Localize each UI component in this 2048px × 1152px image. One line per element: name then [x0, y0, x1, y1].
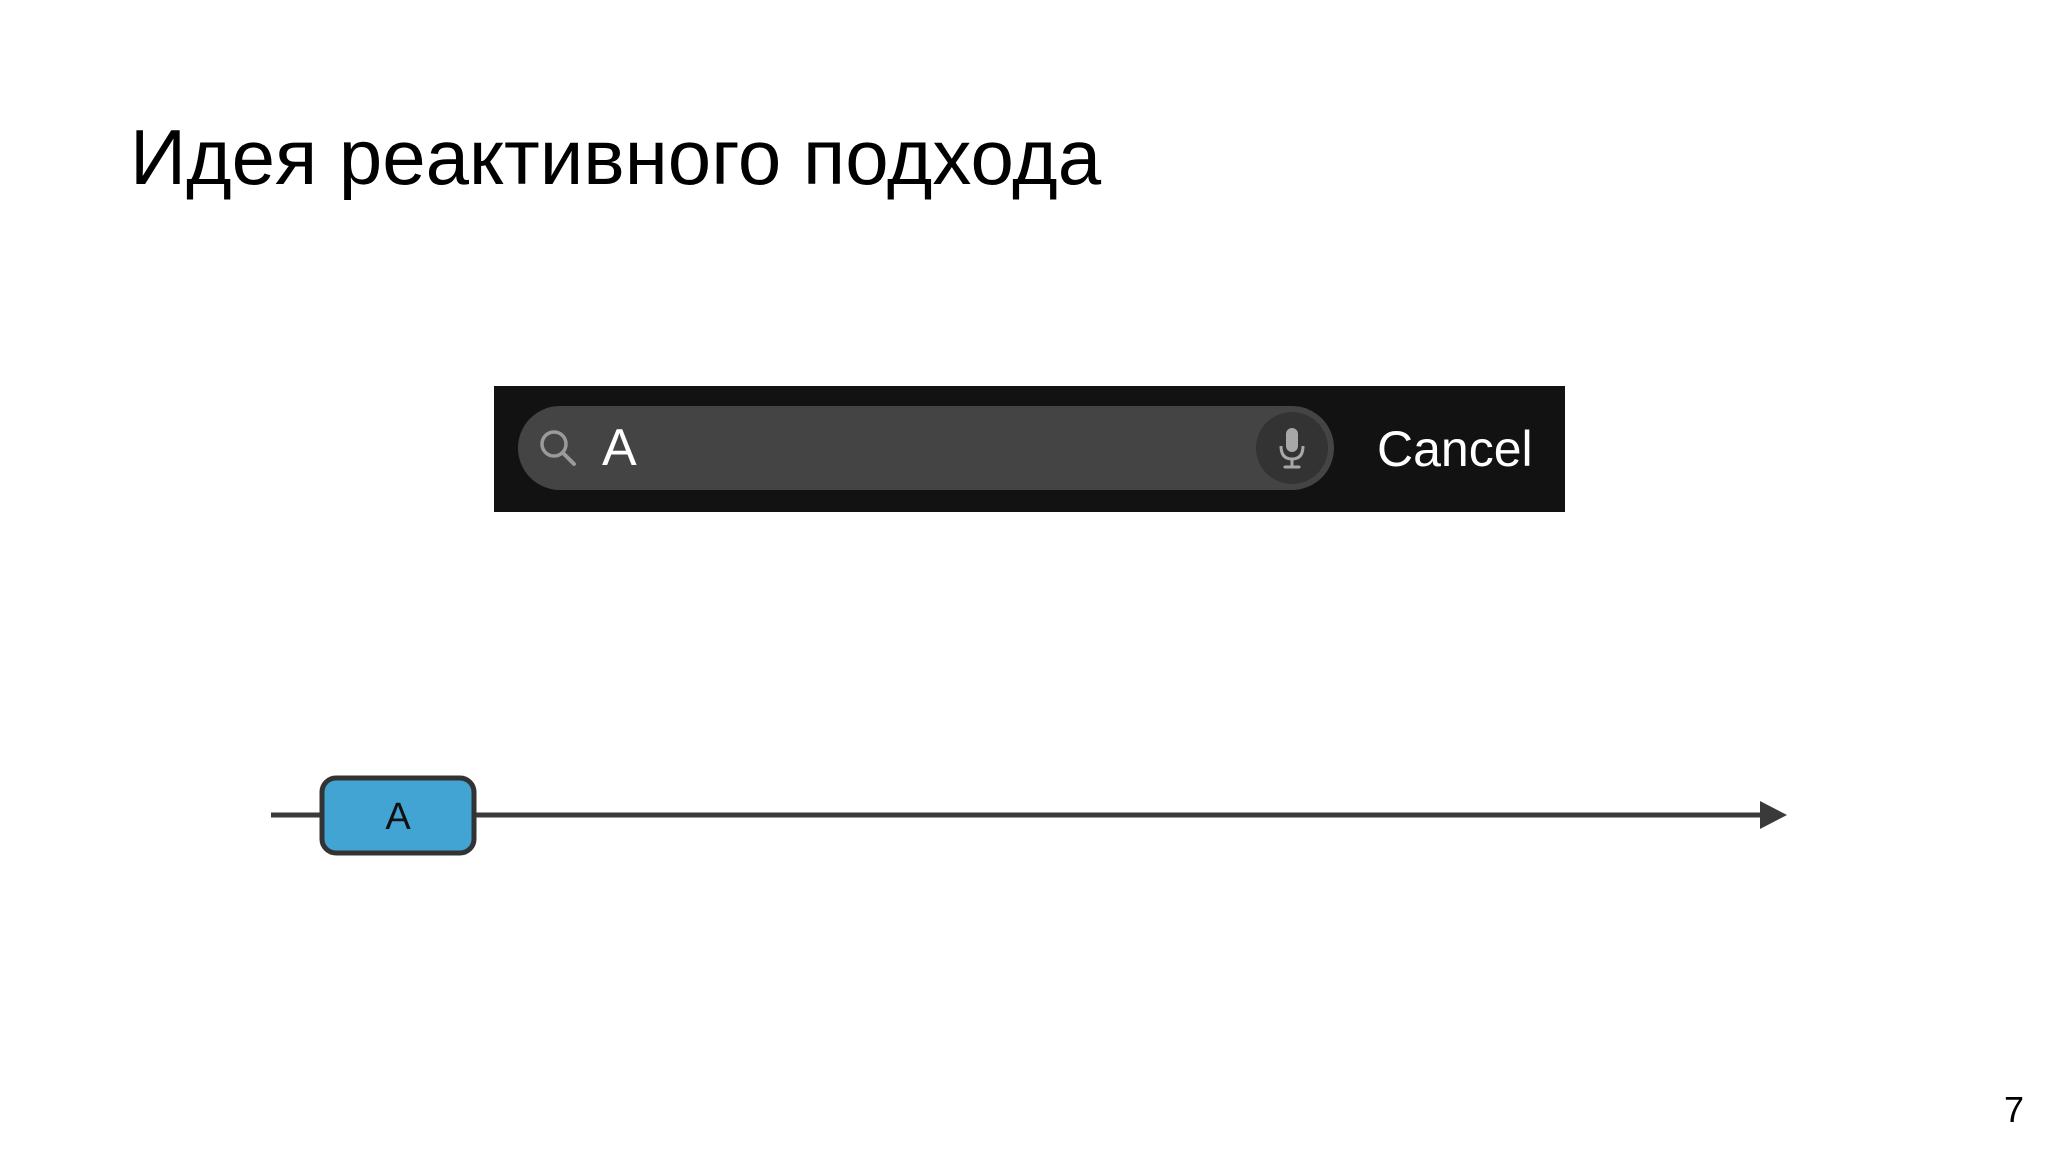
search-input[interactable]: A: [518, 406, 1334, 490]
timeline-event-marble: A: [319, 775, 477, 856]
search-icon: [540, 430, 576, 466]
search-query-text: A: [602, 419, 637, 477]
timeline-arrowhead: [1760, 801, 1787, 829]
microphone-icon: [1279, 428, 1305, 469]
timeline-event-label: A: [385, 796, 411, 838]
search-bar: A Cancel: [494, 386, 1565, 512]
microphone-button[interactable]: [1256, 412, 1328, 484]
page-number: 7: [2003, 1089, 2024, 1130]
slide-title: Идея реактивного подхода: [130, 113, 1102, 201]
cancel-button[interactable]: Cancel: [1377, 421, 1533, 477]
timeline-event-box: [319, 775, 477, 856]
